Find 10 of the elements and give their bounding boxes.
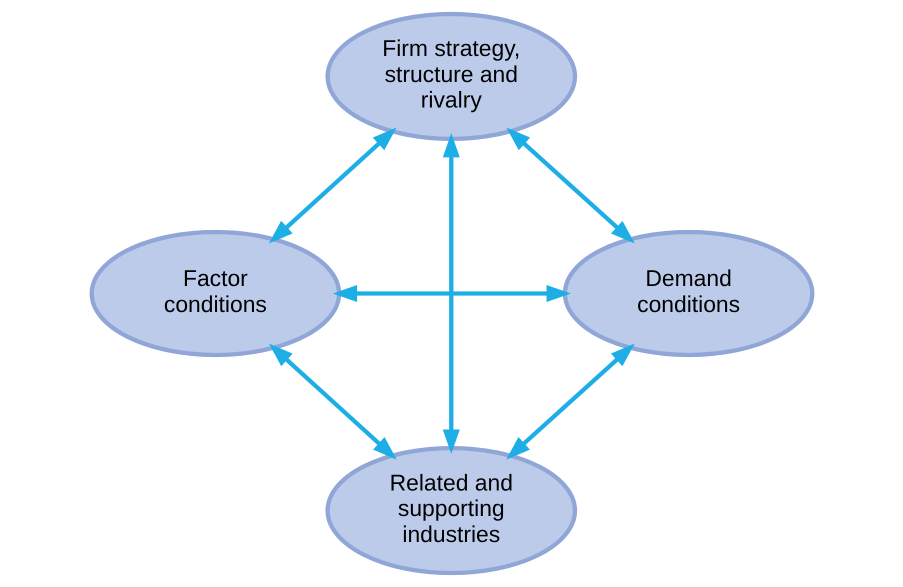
node-ellipse: Factor conditions (89, 230, 341, 358)
node-ellipse: Firm strategy, structure and rivalry (324, 12, 577, 142)
arrow (332, 284, 570, 302)
arrow (442, 133, 460, 454)
arrow (268, 128, 396, 244)
arrow (506, 128, 634, 244)
node-ellipse: Demand conditions (562, 230, 814, 358)
node-ellipse: Related and supporting industries (324, 446, 577, 576)
arrow (268, 344, 396, 460)
arrow (506, 344, 634, 460)
